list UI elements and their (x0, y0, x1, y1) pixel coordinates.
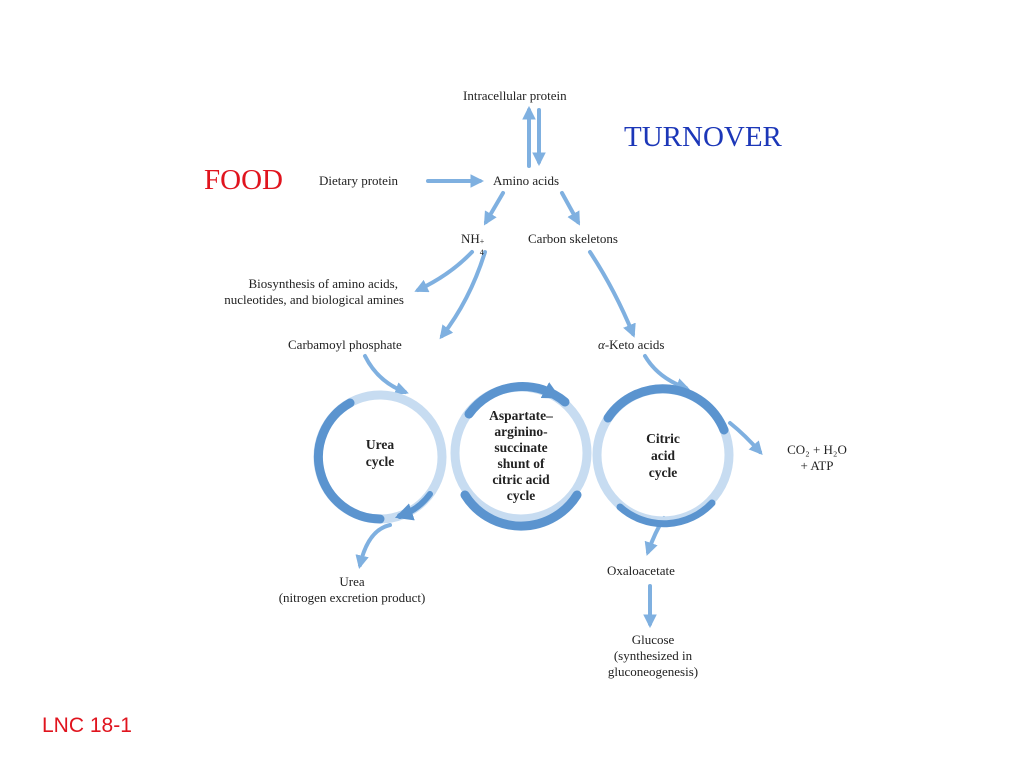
label-urea-cycle: Urea cycle (365, 437, 395, 469)
label-dietary-protein: Dietary protein (319, 173, 399, 188)
food-label: FOOD (204, 164, 283, 196)
arrow-carbon-to-keto (588, 250, 636, 338)
arrow-amino-to-carbon (560, 191, 580, 226)
label-keto-acids: α-Keto acids (598, 337, 665, 352)
turnover-label: TURNOVER (624, 121, 782, 153)
arrow-carbamoyl-into-urea (363, 354, 409, 396)
label-intracellular-protein: Intracellular protein (463, 88, 567, 103)
label-urea-product: Urea (nitrogen excretion product) (278, 574, 426, 605)
label-products: CO₂ + H₂O + ATP (787, 442, 847, 473)
label-citric-cycle: Citric acid cycle (646, 431, 680, 480)
footer-reference: LNC 18-1 (42, 714, 132, 737)
arrow-nh4-to-carbamoyl (439, 250, 487, 340)
urea-cycle-ring (313, 390, 447, 524)
arrow-amino-to-nh4 (483, 191, 505, 226)
arrow-nh4-to-biosynthesis (414, 250, 474, 293)
arrow-keto-into-citric (643, 354, 690, 392)
label-carbon-skeletons: Carbon skeletons (528, 231, 618, 246)
arrow-citric-to-products (728, 421, 763, 456)
arrow-urea-to-urea-product (355, 523, 392, 569)
label-glucose: Glucose (synthesized in gluconeogenesis) (607, 632, 699, 679)
shunt-ring (450, 382, 592, 531)
label-shunt: Aspartate– arginino- succinate shunt of … (489, 408, 553, 503)
label-amino-acids: Amino acids (493, 173, 560, 188)
label-carbamoyl-phosphate: Carbamoyl phosphate (288, 337, 402, 352)
label-oxaloacetate: Oxaloacetate (607, 563, 675, 578)
label-biosynthesis: Biosynthesis of amino acids, nucleotides… (224, 276, 404, 307)
label-nh4: NH+4 (461, 231, 485, 257)
citric-cycle-ring (592, 384, 734, 528)
